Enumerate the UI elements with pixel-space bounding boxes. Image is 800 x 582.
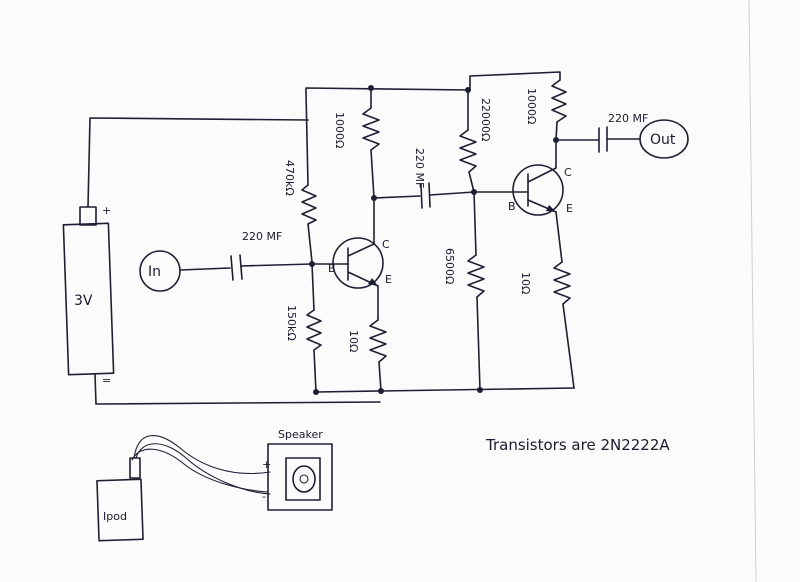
top-rail <box>305 87 471 93</box>
top-rail-right <box>469 71 561 91</box>
q2-collector-label: C <box>564 166 572 179</box>
resistor-470k-label: 470kΩ <box>283 160 296 196</box>
battery-voltage-label: 3V <box>74 293 93 309</box>
battery-plus-label: + <box>102 204 111 217</box>
q1-collector-label: C <box>382 238 390 251</box>
capacitor-coupling: 220 MF <box>373 148 475 209</box>
resistor-10-q1-label: 10Ω <box>347 330 360 352</box>
q2-base-label: B <box>508 200 516 213</box>
ipod: Ipod <box>96 457 144 542</box>
resistor-150k: 150kΩ <box>285 263 322 393</box>
transistor-q1: B C E <box>311 197 392 289</box>
resistor-22000: 22000Ω <box>459 89 492 193</box>
resistor-150k-label: 150kΩ <box>285 305 298 341</box>
battery-minus-label: = <box>102 374 111 387</box>
speaker-minus-label: - <box>262 490 266 503</box>
speaker-label: Speaker <box>278 428 323 441</box>
transistor-note: Transistors are 2N2222A <box>485 436 670 454</box>
resistor-1000-q1: 1000Ω <box>333 87 380 199</box>
capacitor-output: 220 MF <box>555 112 648 153</box>
resistor-10-q2-label: 10Ω <box>519 272 532 294</box>
speaker-cable <box>131 434 271 495</box>
transistor-q2: B C E <box>473 139 573 216</box>
resistor-1000-q2-label: 1000Ω <box>525 88 538 124</box>
resistor-10-q2: 10Ω <box>519 211 575 389</box>
wire-battery-positive <box>87 117 309 208</box>
q1-base-label: B <box>328 262 336 275</box>
ground-rail <box>315 387 575 393</box>
q2-emitter-label: E <box>566 202 573 215</box>
resistor-22000-label: 22000Ω <box>479 98 492 141</box>
capacitor-input-label: 220 MF <box>242 230 282 243</box>
resistor-1000-q2: 1000Ω <box>525 79 567 141</box>
input-node: In <box>139 250 181 292</box>
wire-battery-negative <box>94 373 381 405</box>
capacitor-output-label: 220 MF <box>608 112 648 125</box>
resistor-10-q1: 10Ω <box>347 285 387 392</box>
output-label: Out <box>650 132 676 148</box>
ipod-label: Ipod <box>103 510 127 523</box>
resistor-6500: 6500Ω <box>443 191 485 391</box>
speaker-plus-label: + <box>262 458 271 471</box>
paper-edge <box>748 0 757 582</box>
resistor-1000-q1-label: 1000Ω <box>333 112 346 148</box>
resistor-6500-label: 6500Ω <box>443 248 456 284</box>
output-node: Out <box>639 119 689 159</box>
speaker: Speaker + - <box>262 428 333 511</box>
resistor-470k: 470kΩ <box>283 91 317 263</box>
capacitor-coupling-label: 220 MF <box>413 148 426 188</box>
battery: 3V + = <box>62 204 115 387</box>
input-label: In <box>148 264 161 280</box>
capacitor-input: 220 MF <box>179 230 313 281</box>
q1-emitter-label: E <box>385 273 392 286</box>
